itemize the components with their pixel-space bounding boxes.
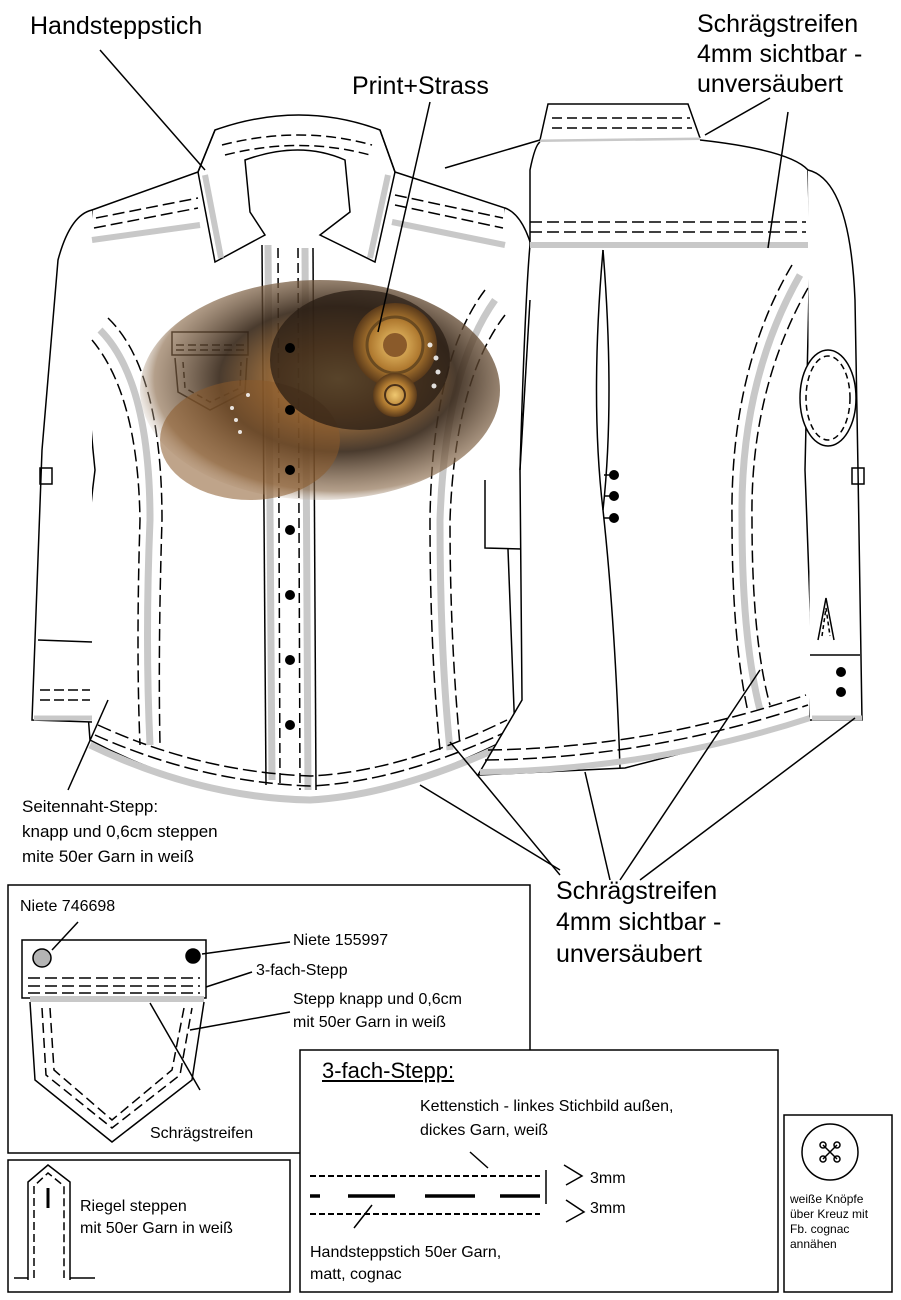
label-rivet-746698: Niete 746698 — [20, 898, 116, 915]
label-bias-top-1: Schrägstreifen — [697, 10, 859, 38]
label-side-seam-1: Seitennaht-Stepp: — [22, 797, 159, 816]
label-dim-2: 3mm — [590, 1200, 626, 1217]
label-bias-mid-2: 4mm sichtbar - — [556, 908, 722, 936]
label-rivet-155997: Niete 155997 — [293, 932, 389, 949]
bartack-detail-box — [7, 1159, 291, 1293]
label-pocket-bias: Schrägstreifen — [150, 1125, 254, 1142]
label-stitch-1: Stepp knapp und 0,6cm — [293, 991, 463, 1008]
label-side-seam-3: mite 50er Garn in weiß — [22, 847, 194, 866]
front-buttons — [285, 343, 295, 730]
label-triple-stitch: 3-fach-Stepp — [256, 962, 348, 979]
leader-lines — [67, 49, 856, 881]
label-bias-mid-1: Schrägstreifen — [556, 877, 718, 905]
label-button-4: annähen — [790, 1237, 837, 1251]
label-hand-2: matt, cognac — [310, 1266, 402, 1283]
label-stitch-2: mit 50er Garn in weiß — [293, 1014, 446, 1031]
label-button-1: weiße Knöpfe — [790, 1192, 864, 1206]
label-button-2: über Kreuz mit — [790, 1207, 869, 1221]
label-bartack-2: mit 50er Garn in weiß — [80, 1220, 233, 1237]
label-bias-top-3: unversäubert — [697, 70, 843, 98]
label-bias-mid-3: unversäubert — [556, 940, 702, 968]
label-hand-1: Handsteppstich 50er Garn, — [310, 1244, 502, 1261]
back-buttons — [604, 470, 846, 697]
label-handsteppstich: Handsteppstich — [30, 12, 203, 40]
triple-stitch-box — [299, 1049, 779, 1293]
label-side-seam-2: knapp und 0,6cm steppen — [22, 822, 218, 841]
print-artwork — [140, 280, 500, 500]
label-dim-1: 3mm — [590, 1170, 626, 1187]
label-bartack-1: Riegel steppen — [80, 1198, 187, 1215]
triple-stitch-title: 3-fach-Stepp: — [322, 1058, 455, 1083]
label-button-3: Fb. cognac — [790, 1222, 850, 1236]
label-chain-1: Kettenstich - linkes Stichbild außen, — [420, 1098, 674, 1115]
label-bias-top-2: 4mm sichtbar - — [697, 40, 863, 68]
button-detail-box — [783, 1114, 893, 1293]
label-print-strass: Print+Strass — [352, 72, 489, 100]
label-chain-2: dickes Garn, weiß — [420, 1122, 549, 1139]
back-shirt — [476, 103, 865, 776]
